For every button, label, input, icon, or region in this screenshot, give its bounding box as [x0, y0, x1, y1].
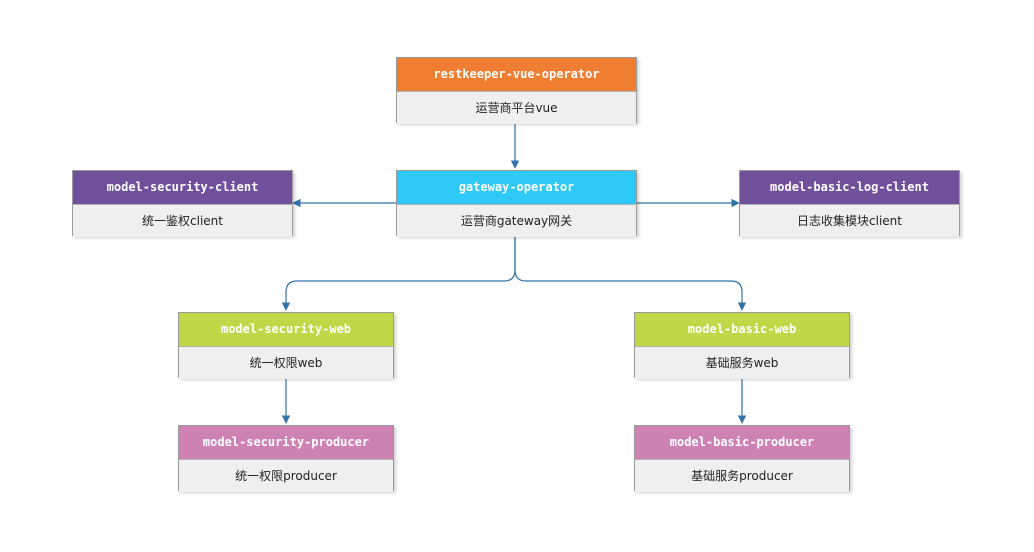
node-basic-log-client-desc: 日志收集模块client — [740, 204, 959, 237]
node-basic-producer-title: model-basic-producer — [635, 426, 849, 459]
node-basic-web-desc: 基础服务web — [635, 346, 849, 379]
node-vue-operator: restkeeper-vue-operator 运营商平台vue — [396, 57, 637, 124]
node-security-producer-title: model-security-producer — [179, 426, 393, 459]
node-basic-log-client-title: model-basic-log-client — [740, 171, 959, 204]
node-security-client: model-security-client 统一鉴权client — [72, 170, 293, 237]
edge-gateway-to-security-web — [281, 236, 516, 311]
node-basic-web-title: model-basic-web — [635, 313, 849, 346]
node-security-producer-desc: 统一权限producer — [179, 459, 393, 492]
node-basic-log-client: model-basic-log-client 日志收集模块client — [739, 170, 960, 237]
node-gateway-operator-desc: 运营商gateway网关 — [397, 204, 636, 237]
node-security-web: model-security-web 统一权限web — [178, 312, 394, 379]
node-gateway-operator: gateway-operator 运营商gateway网关 — [396, 170, 637, 237]
node-vue-operator-desc: 运营商平台vue — [397, 91, 636, 124]
node-basic-web: model-basic-web 基础服务web — [634, 312, 850, 379]
node-security-web-desc: 统一权限web — [179, 346, 393, 379]
edge-gateway-to-basic-web — [514, 236, 747, 311]
node-security-client-desc: 统一鉴权client — [73, 204, 292, 237]
node-gateway-operator-title: gateway-operator — [397, 171, 636, 204]
node-security-producer: model-security-producer 统一权限producer — [178, 425, 394, 492]
node-vue-operator-title: restkeeper-vue-operator — [397, 58, 636, 91]
node-security-web-title: model-security-web — [179, 313, 393, 346]
node-security-client-title: model-security-client — [73, 171, 292, 204]
node-basic-producer-desc: 基础服务producer — [635, 459, 849, 492]
node-basic-producer: model-basic-producer 基础服务producer — [634, 425, 850, 492]
